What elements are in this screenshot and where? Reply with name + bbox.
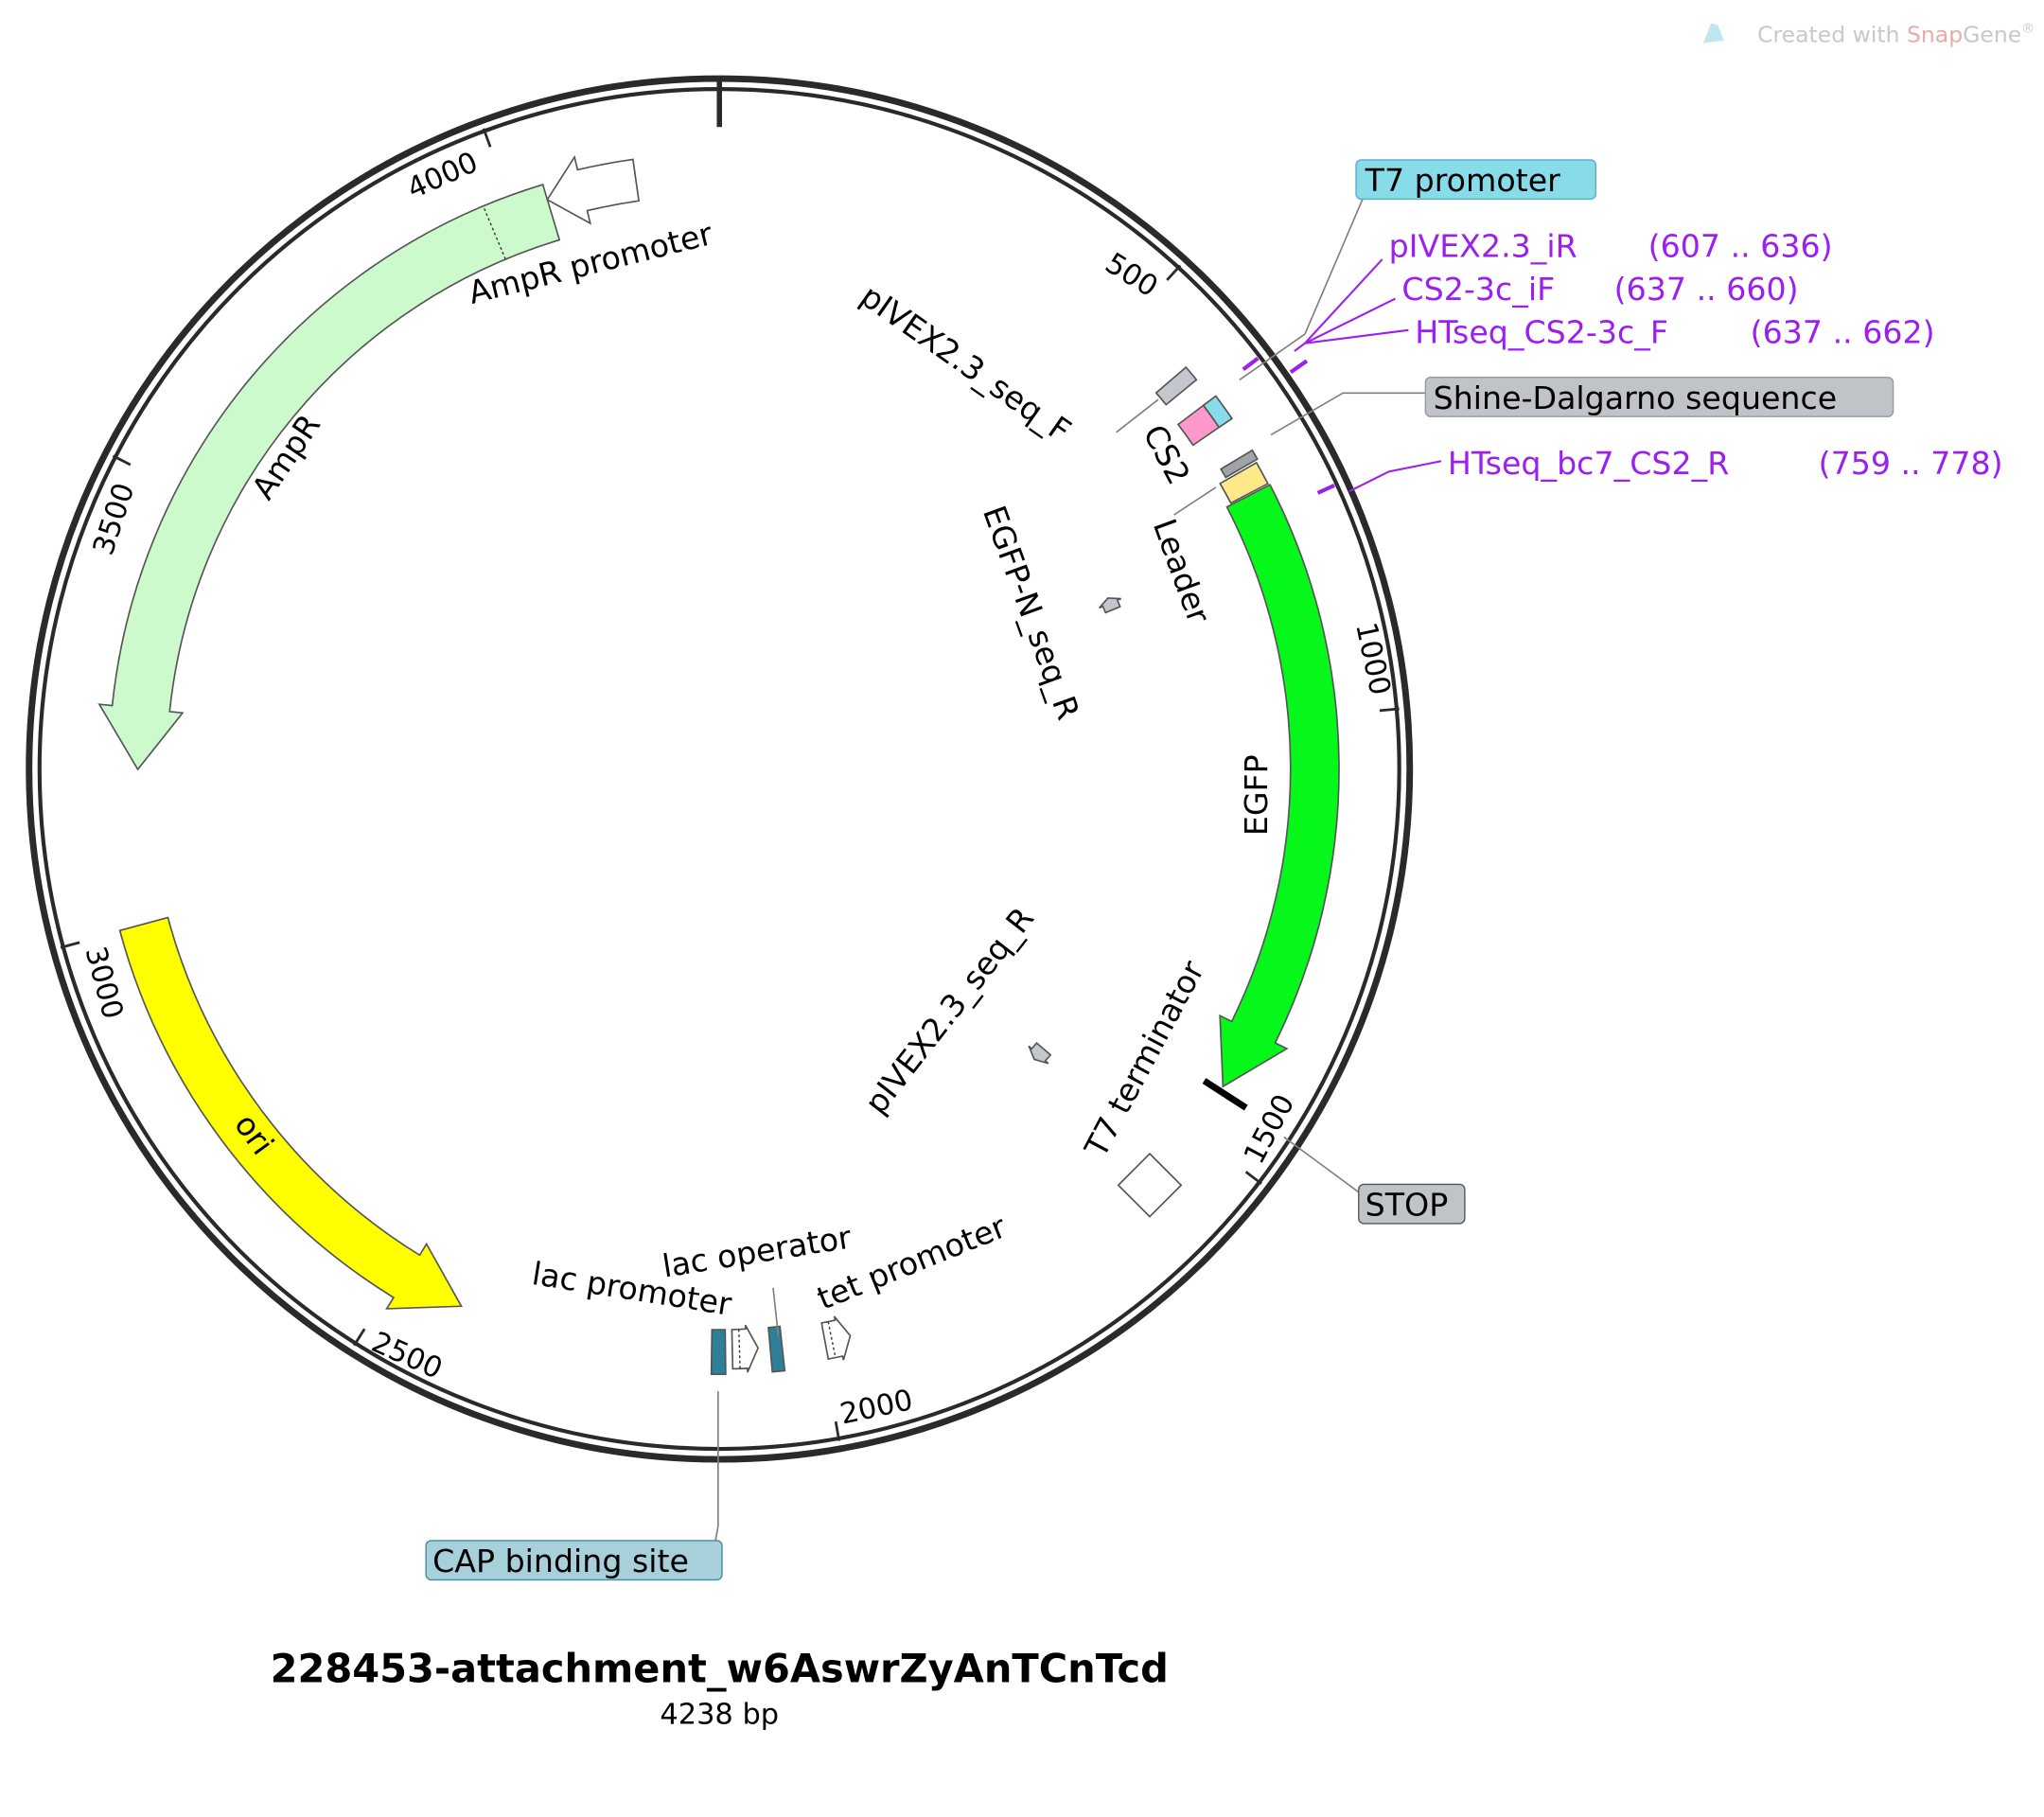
pivex2-3-seq-f-feature: [1154, 365, 1198, 406]
pivex2-3-seq-r-feature: [1028, 1041, 1052, 1065]
leader-line-shine-dalgarno: [1270, 392, 1426, 436]
leader-feature: [1219, 461, 1269, 504]
leader-line-pivex-seq-f: [1116, 398, 1159, 433]
primer-label: CS2-3c_iF: [1401, 271, 1555, 308]
callout-cap-text: CAP binding site: [432, 1543, 689, 1579]
callout-stop[interactable]: STOP: [1358, 1183, 1466, 1225]
label-pivex-seq-r: pIVEX2.3_seq_R: [857, 900, 1041, 1120]
primer-label: HTseq_CS2-3c_F: [1415, 314, 1668, 351]
primer-range: (607 .. 636): [1648, 227, 1833, 264]
primer-htseq-cs2-3c-f[interactable]: HTseq_CS2-3c_F (637 .. 662): [1415, 314, 1934, 351]
primer-site-mark-0: [1242, 356, 1260, 372]
tick-marks: [60, 128, 1400, 1441]
leader-line-cap: [714, 1391, 719, 1542]
tick-1500: [1244, 1171, 1262, 1185]
cs2-feature: [1176, 404, 1221, 447]
primer-range: (759 .. 778): [1819, 445, 2003, 482]
leader-line-htseq-bc7: [1348, 460, 1442, 493]
tick-label-4000: 4000: [402, 146, 483, 205]
cap-binding-site-feature: [710, 1329, 727, 1375]
primer-range: (637 .. 660): [1614, 271, 1799, 308]
tick-2000: [834, 1420, 841, 1441]
ampr-signal-divider: [483, 205, 506, 260]
tick-label-1000: 1000: [1348, 620, 1396, 698]
plasmid-name: 228453-attachment_w6AswrZyAnTCnTcd: [271, 1645, 1169, 1691]
snapgene-logo-icon: [1702, 23, 1724, 44]
ampr-promoter-feature: [546, 154, 641, 225]
primer-htseq-bc7[interactable]: HTseq_bc7_CS2_R (759 .. 778): [1448, 445, 2003, 482]
callout-cap-binding-site[interactable]: CAP binding site: [425, 1540, 723, 1581]
primer-cs2-3c-if[interactable]: CS2-3c_iF (637 .. 660): [1401, 271, 1798, 308]
tick-label-500: 500: [1100, 247, 1164, 304]
shine-dalgarno-sequence-feature: [1219, 449, 1259, 479]
callout-t7-promoter-text: T7 promoter: [1365, 162, 1560, 199]
tick-2500: [352, 1328, 366, 1347]
lac-promoter-feature-divider: [738, 1329, 741, 1369]
t7-terminator-feature: [1117, 1152, 1183, 1218]
leader-line-leader: [1173, 486, 1217, 516]
tick-3500: [112, 454, 132, 467]
features: [97, 154, 1340, 1375]
svg-text:Created with SnapGene®: Created with SnapGene®: [1757, 21, 2035, 47]
callout-stop-text: STOP: [1366, 1187, 1449, 1224]
callout-shine-dalgarno[interactable]: Shine-Dalgarno sequence: [1424, 376, 1894, 417]
plasmid-length: 4238 bp: [660, 1699, 779, 1732]
primer-range: (637 .. 662): [1751, 314, 1935, 351]
tet-promoter-feature-divider: [827, 1321, 837, 1358]
stop-codon-marker: [1202, 1078, 1248, 1111]
primer-pivex-ir[interactable]: pIVEX2.3_iR (607 .. 636): [1389, 227, 1833, 264]
egfp-n-seq-r-feature: [1099, 597, 1121, 614]
leader-line-t7-promoter: [1239, 199, 1364, 381]
label-leader: Leader: [1146, 514, 1218, 628]
leader-line-cs2-3c-if: [1304, 297, 1396, 344]
primer-label: HTseq_bc7_CS2_R: [1448, 445, 1729, 482]
primer-site-mark-1: [1289, 359, 1309, 374]
tick-label-2500: 2500: [366, 1326, 447, 1385]
callout-t7-promoter[interactable]: T7 promoter: [1355, 159, 1597, 201]
ori-feature: [118, 916, 463, 1310]
leader-line-pivex-ir: [1294, 258, 1383, 352]
label-egfp: EGFP: [1238, 754, 1275, 836]
tick-4000: [482, 128, 492, 148]
leader-line-htseq-cs2-3c-f: [1304, 328, 1409, 344]
tick-3000: [60, 941, 80, 949]
tet-promoter-feature: [820, 1315, 852, 1361]
tick-label-3500: 3500: [87, 479, 141, 558]
leader-line-lac-operator: [772, 1287, 780, 1337]
label-t7-terminator: T7 terminator: [1077, 954, 1211, 1163]
tick-1000: [1379, 707, 1400, 713]
label-egfp-n-seq-r: EGFP-N_seq_R: [976, 501, 1087, 724]
backbone-outer-ring: [26, 75, 1414, 1463]
snapgene-watermark: Created with SnapGene®: [1702, 21, 2035, 47]
leader-line-stop: [1283, 1136, 1360, 1193]
label-pivex-seq-f: pIVEX2.3_seq_F: [854, 277, 1077, 450]
primer-site-mark-2: [1316, 483, 1336, 495]
lac-promoter-feature: [731, 1324, 759, 1373]
primer-label: pIVEX2.3_iR: [1389, 227, 1577, 264]
lac-operator-feature: [767, 1325, 786, 1373]
label-lac-operator: lac operator: [660, 1219, 854, 1285]
callout-shine-dalgarno-text: Shine-Dalgarno sequence: [1434, 379, 1838, 416]
ampr-feature: [97, 184, 561, 771]
egfp-feature: [1219, 484, 1340, 1088]
tick-500: [1166, 264, 1182, 281]
